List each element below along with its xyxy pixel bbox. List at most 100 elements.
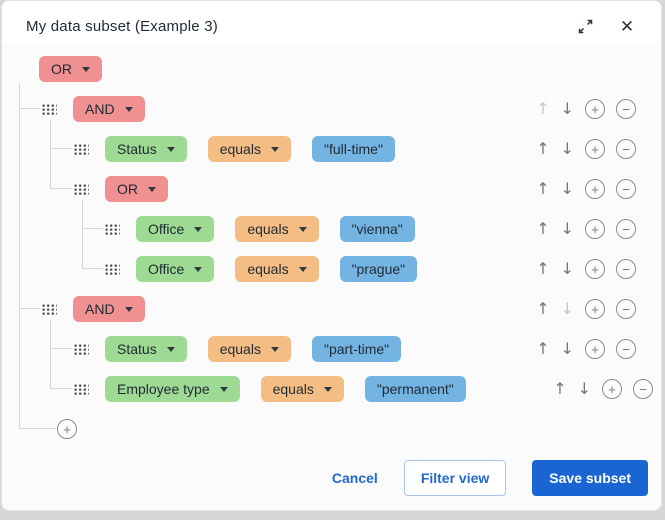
- operator-dropdown[interactable]: AND: [73, 296, 145, 322]
- add-button[interactable]: +: [585, 179, 605, 199]
- drag-handle-icon[interactable]: [74, 183, 89, 195]
- row-actions: ↑ ↓ + −: [536, 219, 636, 239]
- rule-office-prague: Office equals "prague" ↑ ↓ + −: [2, 249, 661, 289]
- save-subset-button[interactable]: Save subset: [532, 460, 648, 496]
- move-up-button[interactable]: ↑: [536, 139, 550, 158]
- chip-label: OR: [117, 181, 138, 197]
- rule-office-vienna: Office equals "vienna" ↑ ↓ + −: [2, 209, 661, 249]
- row-actions: ↑ ↓ + −: [536, 299, 636, 319]
- move-down-button[interactable]: ↓: [560, 219, 574, 238]
- chip-label: equals: [247, 261, 289, 277]
- row-chips: OR: [105, 176, 168, 202]
- group-and-2: AND ↑ ↓ + −: [2, 289, 661, 329]
- value-chip[interactable]: "full-time": [311, 136, 395, 162]
- chip-label: "vienna": [351, 221, 403, 237]
- value-chip[interactable]: "permanent": [364, 376, 466, 402]
- move-down-button[interactable]: ↓: [560, 99, 574, 118]
- drag-handle-icon[interactable]: [74, 143, 89, 155]
- drag-handle-icon[interactable]: [42, 303, 57, 315]
- remove-button[interactable]: −: [616, 219, 636, 239]
- operator-dropdown[interactable]: AND: [73, 96, 145, 122]
- condition-dropdown[interactable]: equals: [207, 136, 291, 162]
- move-up-button[interactable]: ↑: [536, 259, 550, 278]
- move-down-button[interactable]: ↓: [560, 339, 574, 358]
- row-chips: Employee type equals "permanent": [105, 376, 466, 402]
- move-up-button[interactable]: ↑: [536, 179, 550, 198]
- remove-button[interactable]: −: [616, 299, 636, 319]
- add-button[interactable]: +: [585, 139, 605, 159]
- row-chips: Office equals "vienna": [136, 216, 415, 242]
- row-chips: AND: [73, 96, 145, 122]
- chip-label: OR: [51, 61, 72, 77]
- field-dropdown[interactable]: Status: [105, 336, 187, 362]
- field-dropdown[interactable]: Office: [136, 256, 215, 282]
- remove-button[interactable]: −: [616, 139, 636, 159]
- operator-dropdown[interactable]: OR: [105, 176, 168, 202]
- drag-handle-icon[interactable]: [105, 223, 120, 235]
- drag-handle-icon[interactable]: [74, 343, 89, 355]
- chip-label: AND: [85, 101, 115, 117]
- move-down-button[interactable]: ↓: [560, 299, 574, 318]
- field-dropdown[interactable]: Office: [136, 216, 215, 242]
- group-and-1: AND ↑ ↓ + −: [2, 89, 661, 129]
- chevron-down-icon: [166, 346, 175, 352]
- dialog-header: My data subset (Example 3) ✕: [2, 1, 661, 43]
- chevron-down-icon: [194, 266, 203, 272]
- condition-dropdown[interactable]: equals: [260, 376, 344, 402]
- move-down-button[interactable]: ↓: [577, 379, 591, 398]
- row-actions: ↑ ↓ + −: [553, 379, 653, 399]
- remove-button[interactable]: −: [616, 259, 636, 279]
- field-dropdown[interactable]: Employee type: [105, 376, 240, 402]
- remove-button[interactable]: −: [616, 339, 636, 359]
- condition-dropdown[interactable]: equals: [235, 216, 319, 242]
- value-chip[interactable]: "part-time": [311, 336, 402, 362]
- add-button[interactable]: +: [585, 259, 605, 279]
- chip-label: Employee type: [117, 381, 210, 397]
- chevron-down-icon: [124, 106, 133, 112]
- group-or-nested: OR ↑ ↓ + −: [2, 169, 661, 209]
- chip-label: "permanent": [376, 381, 454, 397]
- chevron-down-icon: [298, 266, 307, 272]
- row-actions: ↑ ↓ + −: [536, 259, 636, 279]
- expand-icon[interactable]: [576, 17, 594, 35]
- condition-dropdown[interactable]: equals: [207, 336, 291, 362]
- drag-handle-icon[interactable]: [105, 263, 120, 275]
- add-button[interactable]: +: [585, 219, 605, 239]
- close-icon[interactable]: ✕: [619, 16, 635, 36]
- value-chip[interactable]: "vienna": [339, 216, 415, 242]
- filter-dialog: My data subset (Example 3) ✕ OR AND ↑: [1, 0, 662, 511]
- connector-line: [19, 83, 20, 429]
- value-chip[interactable]: "prague": [339, 256, 418, 282]
- drag-handle-icon[interactable]: [42, 103, 57, 115]
- add-button[interactable]: +: [585, 299, 605, 319]
- move-up-button[interactable]: ↑: [536, 299, 550, 318]
- cancel-button[interactable]: Cancel: [331, 470, 378, 486]
- drag-handle-icon[interactable]: [74, 383, 89, 395]
- move-up-button[interactable]: ↑: [553, 379, 567, 398]
- filter-tree: OR AND ↑ ↓ + − Status equals "full-time" ↑…: [2, 43, 661, 449]
- row-actions: ↑ ↓ + −: [536, 179, 636, 199]
- move-up-button[interactable]: ↑: [536, 99, 550, 118]
- add-button[interactable]: +: [602, 379, 622, 399]
- move-up-button[interactable]: ↑: [536, 339, 550, 358]
- row-chips: Status equals "part-time": [105, 336, 402, 362]
- chip-label: Office: [148, 261, 185, 277]
- chip-label: Status: [117, 341, 157, 357]
- move-down-button[interactable]: ↓: [560, 179, 574, 198]
- remove-button[interactable]: −: [633, 379, 653, 399]
- add-rule-button[interactable]: +: [57, 419, 77, 439]
- add-button[interactable]: +: [585, 99, 605, 119]
- condition-dropdown[interactable]: equals: [235, 256, 319, 282]
- filter-view-button[interactable]: Filter view: [403, 460, 507, 496]
- remove-button[interactable]: −: [616, 99, 636, 119]
- dialog-title: My data subset (Example 3): [26, 17, 218, 35]
- connector-line: [82, 200, 83, 269]
- move-up-button[interactable]: ↑: [536, 219, 550, 238]
- root-group-or: OR: [2, 49, 661, 89]
- move-down-button[interactable]: ↓: [560, 139, 574, 158]
- move-down-button[interactable]: ↓: [560, 259, 574, 278]
- operator-dropdown[interactable]: OR: [39, 56, 102, 82]
- remove-button[interactable]: −: [616, 179, 636, 199]
- field-dropdown[interactable]: Status: [105, 136, 187, 162]
- add-button[interactable]: +: [585, 339, 605, 359]
